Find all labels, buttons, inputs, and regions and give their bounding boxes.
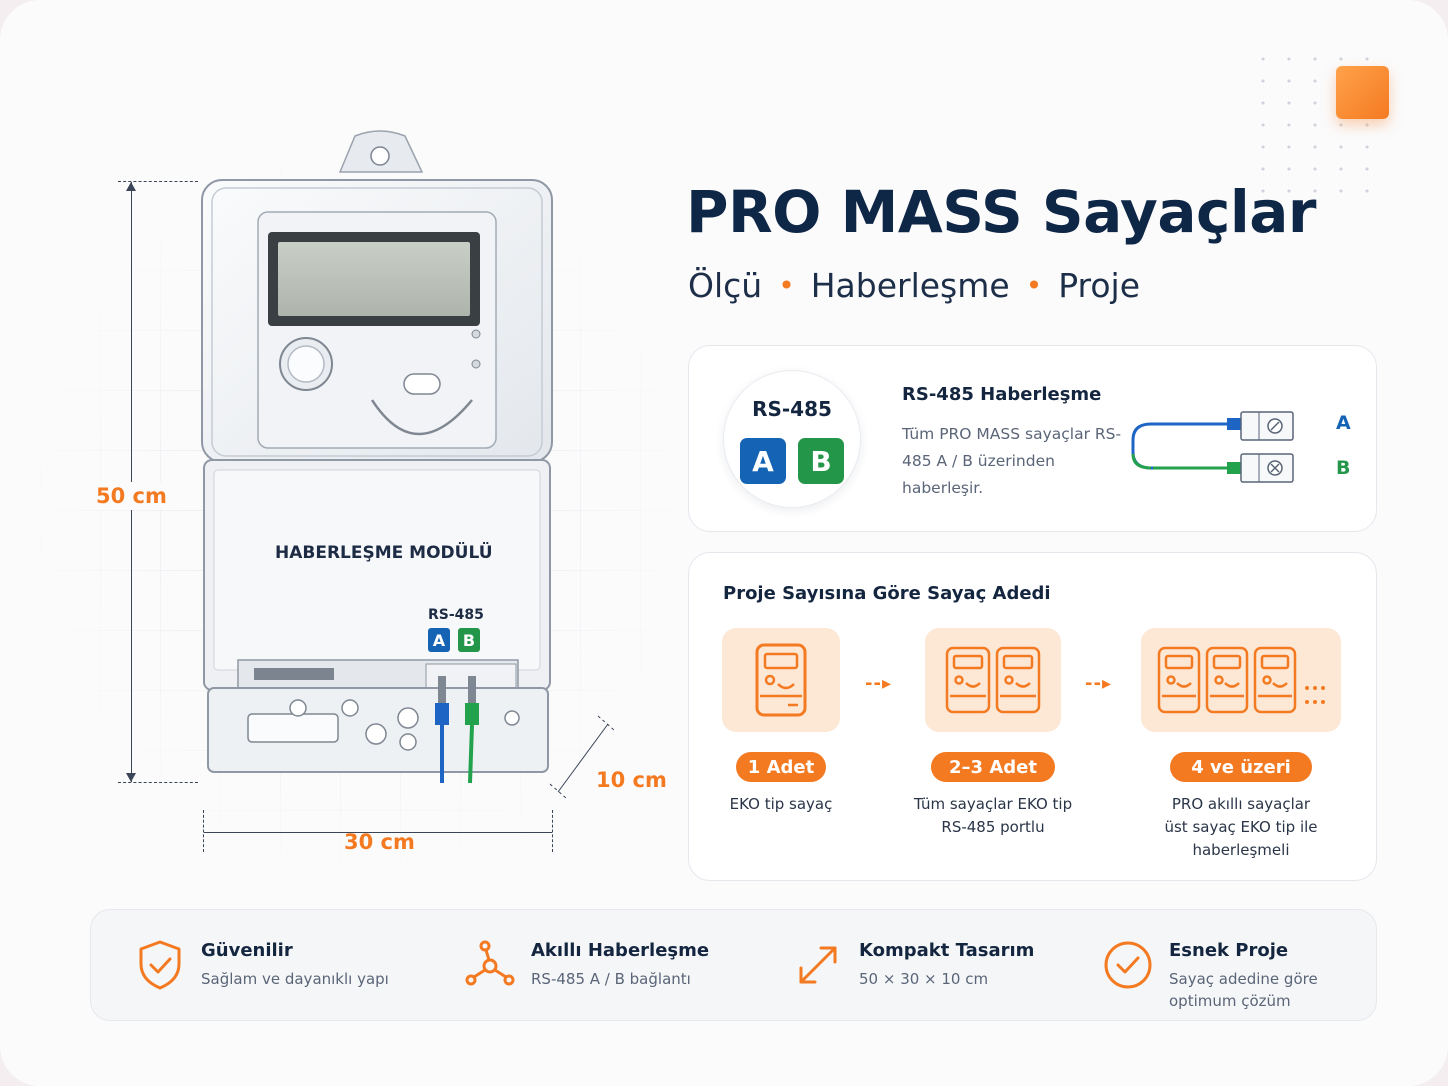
depth-dim-line bbox=[549, 715, 615, 799]
expand-arrows-icon bbox=[799, 946, 837, 984]
depth-dim-label: 10 cm bbox=[596, 768, 667, 792]
tier-3-caption: PRO akıllı sayaçlar üst sayaç EKO tip il… bbox=[1131, 793, 1351, 862]
tier-1-caption-line: EKO tip sayaç bbox=[729, 795, 833, 813]
rs485-description: Tüm PRO MASS sayaçlar RS-485 A / B üzeri… bbox=[902, 425, 1122, 497]
single-meter-icon bbox=[755, 643, 807, 717]
tier-2-caption-line: RS-485 portlu bbox=[941, 818, 1045, 836]
subtitle-separator: • bbox=[778, 269, 795, 302]
height-dim-label: 50 cm bbox=[96, 482, 167, 510]
rs485-heading: RS-485 Haberleşme bbox=[902, 384, 1102, 405]
page-subtitle: Ölçü • Haberleşme • Proje bbox=[688, 266, 1140, 305]
tier-3-tile bbox=[1141, 628, 1341, 732]
tier-2-caption: Tüm sayaçlar EKO tip RS-485 portlu bbox=[893, 793, 1093, 839]
tier-2-pill: 2–3 Adet bbox=[931, 752, 1055, 782]
height-dim-arrow-up bbox=[126, 182, 136, 191]
feature-flexible-project-title: Esnek Proje bbox=[1169, 940, 1289, 961]
feature-flexible-project: Esnek Proje Sayaç adedine göre optimum ç… bbox=[1101, 910, 1371, 1022]
height-dim-arrow-down bbox=[126, 773, 136, 782]
multiple-meters-icon bbox=[1157, 646, 1325, 714]
subtitle-measure: Ölçü bbox=[688, 266, 763, 305]
decorative-orange-square bbox=[1336, 66, 1389, 119]
meter-illustration bbox=[201, 130, 553, 784]
rs485-circle: RS-485 A B bbox=[723, 370, 861, 508]
tier-3-caption-line: üst sayaç EKO tip ile bbox=[1164, 818, 1318, 836]
tier-arrow-2: --▸ bbox=[1085, 673, 1112, 694]
subtitle-project: Proje bbox=[1058, 266, 1141, 305]
rs485-card: RS-485 A B RS-485 Haberleşme Tüm PRO MAS… bbox=[688, 345, 1377, 532]
tier-1-tile bbox=[722, 628, 840, 732]
feature-flexible-project-desc-line: optimum çözüm bbox=[1169, 992, 1291, 1010]
tier-arrow-1: --▸ bbox=[865, 673, 892, 694]
width-dim-right-tick bbox=[552, 810, 553, 852]
width-dim-left-tick bbox=[203, 810, 204, 852]
feature-reliable-title: Güvenilir bbox=[201, 940, 293, 961]
rs485-wire-a-label: A bbox=[1336, 412, 1351, 434]
feature-flexible-project-desc-line: Sayaç adedine göre bbox=[1169, 970, 1318, 988]
tier-1-caption: EKO tip sayaç bbox=[701, 793, 861, 816]
shield-check-icon bbox=[139, 940, 181, 990]
network-nodes-icon bbox=[465, 940, 515, 986]
tier-3-pill: 4 ve üzeri bbox=[1170, 752, 1312, 782]
width-dim-line bbox=[204, 832, 552, 833]
subtitle-separator: • bbox=[1025, 269, 1043, 302]
width-dim-label: 30 cm bbox=[344, 830, 415, 854]
tier-3-caption-line: PRO akıllı sayaçlar bbox=[1171, 795, 1311, 813]
tier-1-pill: 1 Adet bbox=[736, 752, 826, 782]
feature-compact-design: Kompakt Tasarım 50 × 30 × 10 cm bbox=[791, 910, 1091, 1022]
feature-reliable: Güvenilir Sağlam ve dayanıklı yapı bbox=[133, 910, 433, 1022]
rs485-wire-b-label: B bbox=[1336, 457, 1351, 479]
feature-smart-communication-desc: RS-485 A / B bağlantı bbox=[531, 970, 691, 988]
tier-3-caption-line: haberleşmeli bbox=[1192, 841, 1290, 859]
height-dim-top-tick bbox=[118, 181, 198, 182]
rs485-circle-label: RS-485 bbox=[752, 397, 832, 421]
rs485-wiring-icon bbox=[1131, 411, 1294, 483]
feature-compact-design-title: Kompakt Tasarım bbox=[859, 940, 1035, 961]
meter-port-a-badge: A bbox=[428, 628, 450, 652]
page-title: PRO MASS Sayaçlar bbox=[686, 178, 1316, 246]
circle-check-icon bbox=[1104, 941, 1152, 989]
module-label: HABERLEŞME MODÜLÜ bbox=[275, 543, 493, 563]
feature-reliable-desc: Sağlam ve dayanıklı yapı bbox=[201, 970, 389, 988]
tier-2-caption-line: Tüm sayaçlar EKO tip bbox=[913, 795, 1073, 813]
project-heading: Proje Sayısına Göre Sayaç Adedi bbox=[723, 583, 1051, 604]
project-card: Proje Sayısına Göre Sayaç Adedi --▸ 1 Ad… bbox=[688, 552, 1377, 881]
rs485-badge-b: B bbox=[798, 438, 844, 484]
two-meters-icon bbox=[945, 646, 1041, 714]
feature-smart-communication: Akıllı Haberleşme RS-485 A / B bağlantı bbox=[463, 910, 763, 1022]
feature-smart-communication-title: Akıllı Haberleşme bbox=[531, 940, 710, 961]
feature-flexible-project-desc: Sayaç adedine göre optimum çözüm bbox=[1169, 968, 1318, 1012]
tier-2-tile bbox=[925, 628, 1061, 732]
rs485-badge-a: A bbox=[740, 438, 786, 484]
meter-port-b-badge: B bbox=[458, 628, 480, 652]
subtitle-communication: Haberleşme bbox=[810, 266, 1010, 305]
features-bar: Güvenilir Sağlam ve dayanıklı yapı Akıll… bbox=[90, 909, 1377, 1021]
feature-compact-design-desc: 50 × 30 × 10 cm bbox=[859, 970, 989, 988]
height-dim-bottom-tick bbox=[118, 782, 198, 783]
port-label: RS-485 bbox=[428, 607, 484, 623]
